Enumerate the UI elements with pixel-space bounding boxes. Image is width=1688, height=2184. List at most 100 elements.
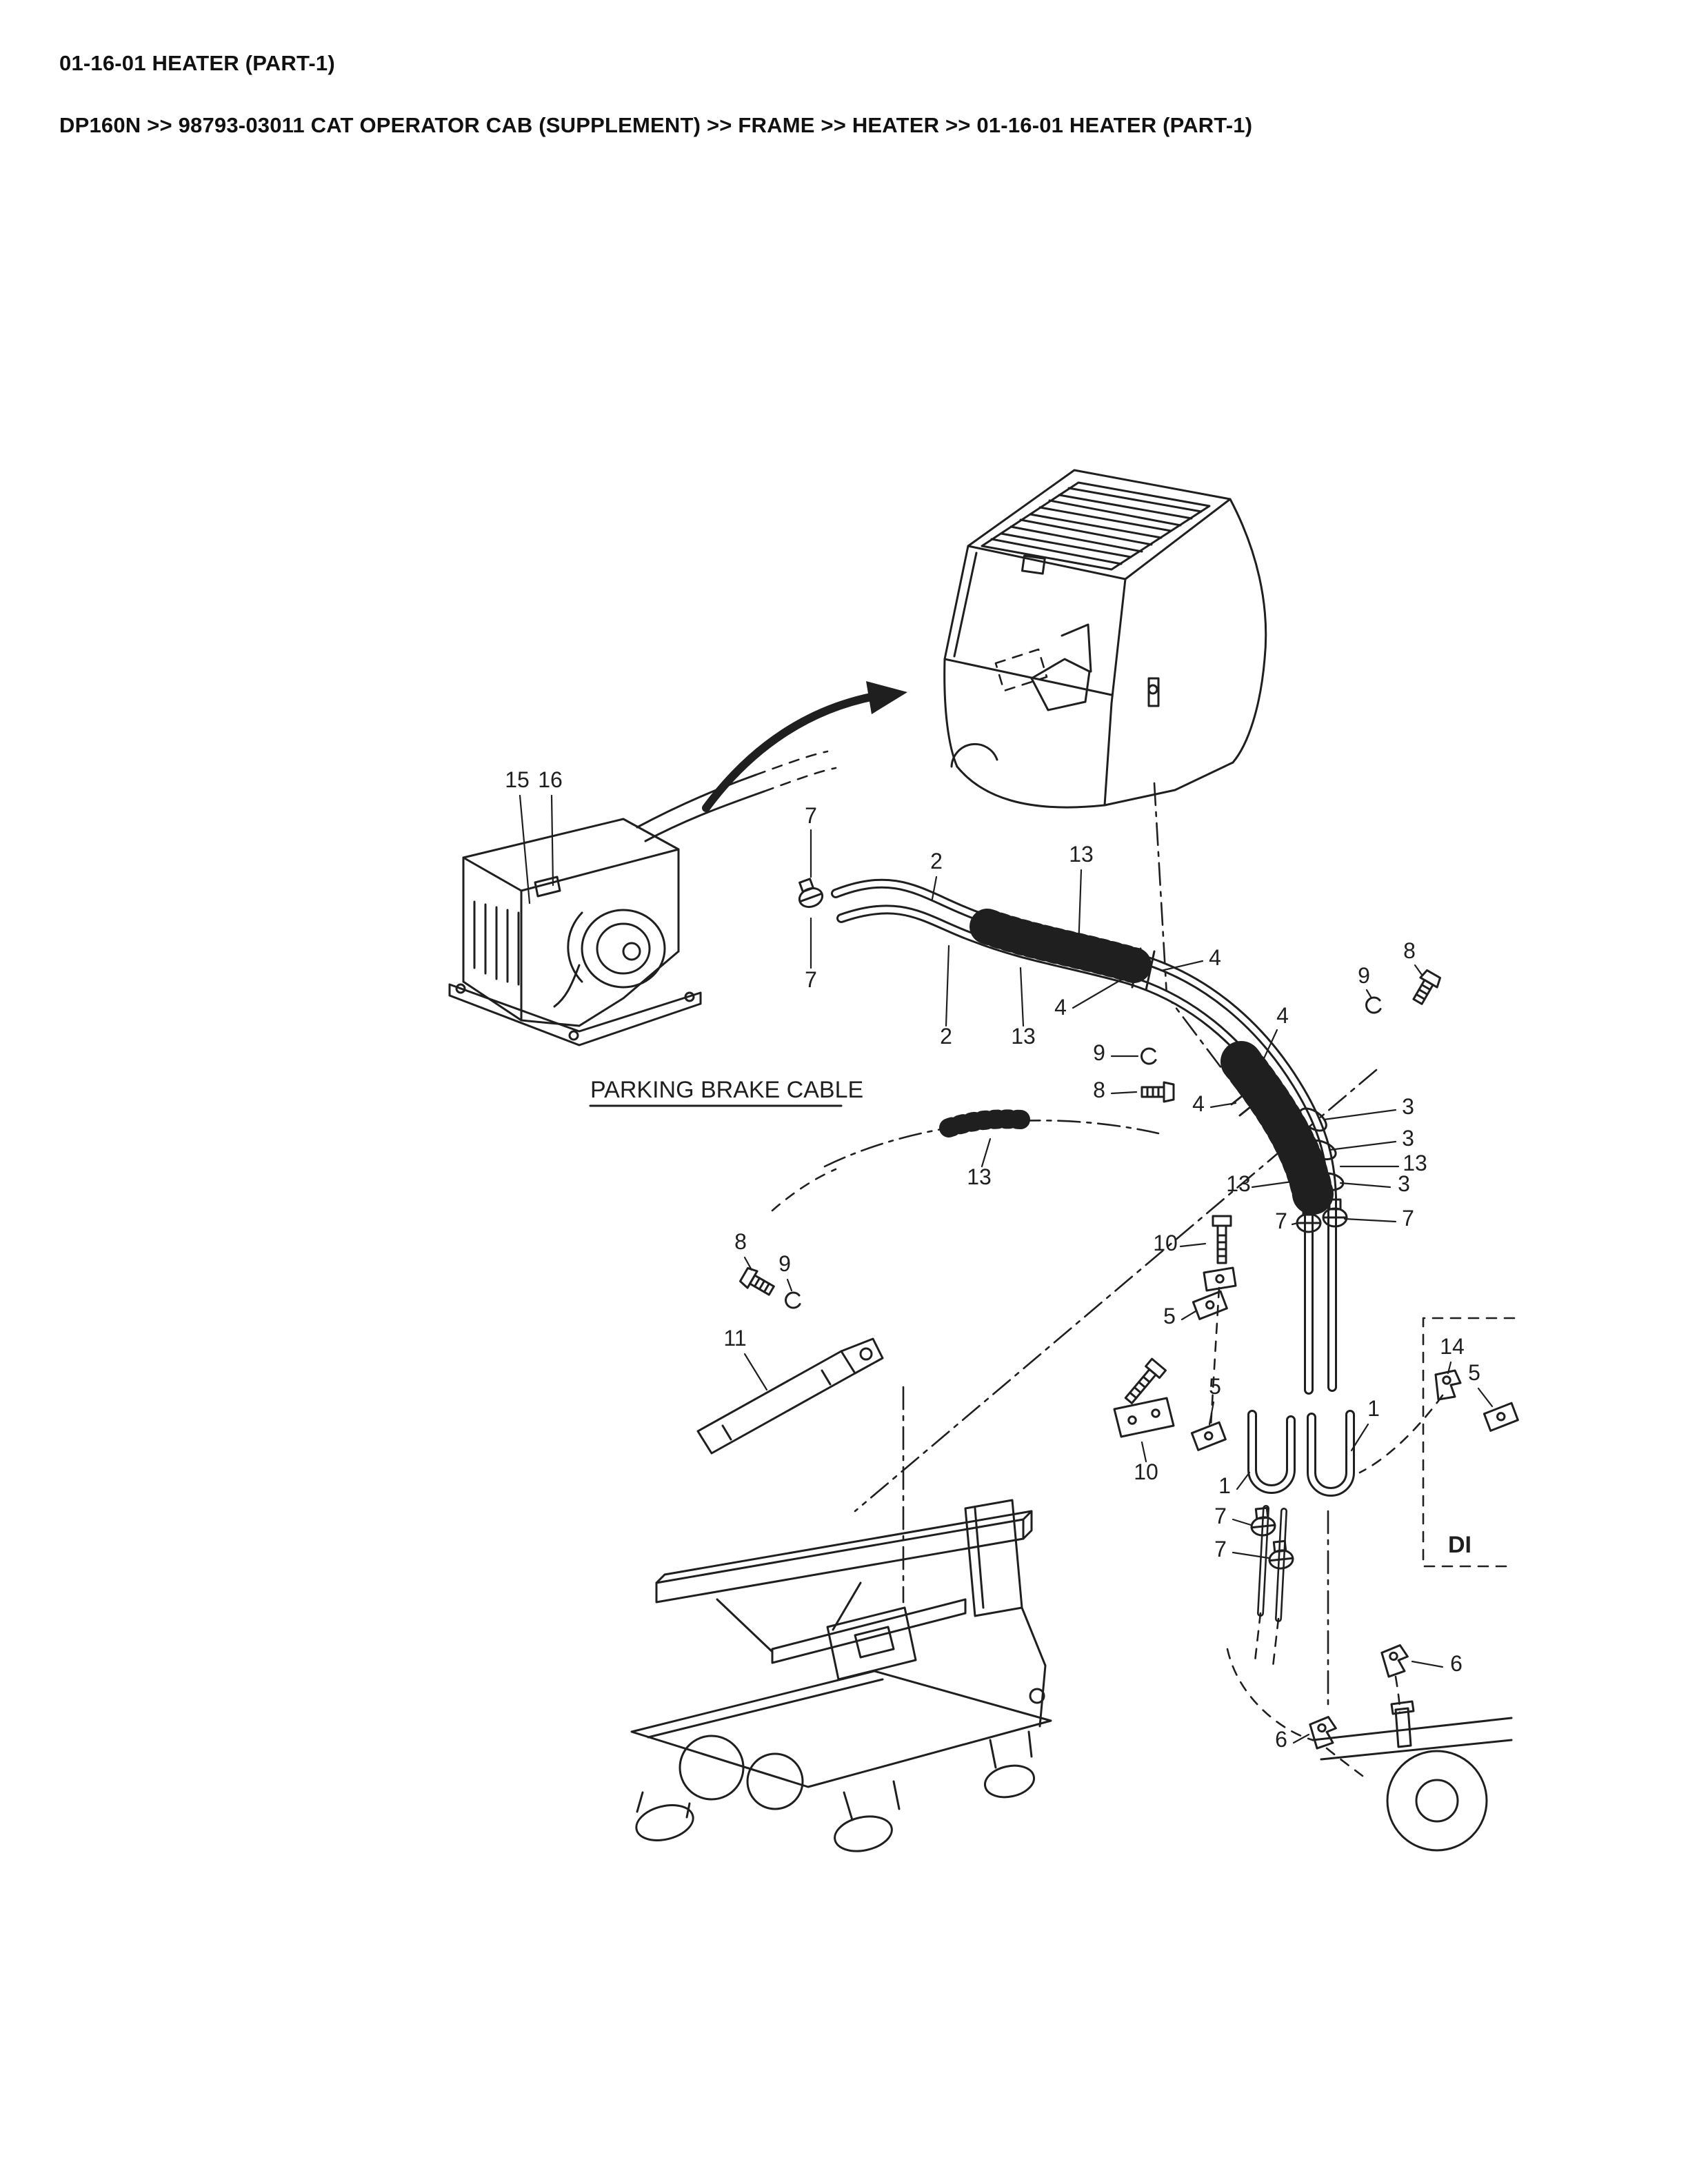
callout-4: 4 bbox=[1209, 945, 1221, 970]
callout-10: 10 bbox=[1134, 1459, 1158, 1484]
callout-4: 4 bbox=[1192, 1091, 1205, 1116]
callout-leader-7 bbox=[1232, 1518, 1252, 1526]
bracket-icon bbox=[1380, 1643, 1412, 1679]
page-title: 01-16-01 HEATER (PART-1) bbox=[59, 51, 335, 75]
callout-leader-13 bbox=[1077, 869, 1083, 950]
callout-leader-2 bbox=[945, 944, 950, 1027]
callout-7: 7 bbox=[1214, 1504, 1227, 1528]
callout-7: 7 bbox=[1275, 1209, 1287, 1233]
frame-drawing bbox=[630, 1499, 1052, 1852]
callout-leader-8 bbox=[1414, 964, 1423, 976]
callout-leader-4 bbox=[1209, 1102, 1237, 1109]
callout-5: 5 bbox=[1163, 1304, 1176, 1328]
callout-6: 6 bbox=[1450, 1651, 1463, 1676]
callout-9: 9 bbox=[1358, 963, 1370, 988]
detail-box bbox=[1422, 1317, 1516, 1568]
parking-brake-cable-label: PARKING BRAKE CABLE bbox=[590, 1077, 863, 1103]
callout-16: 16 bbox=[538, 767, 563, 792]
callout-15: 15 bbox=[505, 767, 530, 792]
plate-icon bbox=[1113, 1397, 1175, 1438]
washer-icon bbox=[1141, 1047, 1157, 1065]
callout-7: 7 bbox=[805, 967, 817, 992]
clip-icon bbox=[1434, 1369, 1462, 1401]
callout-leader-5 bbox=[1208, 1401, 1215, 1426]
callout-leader-8 bbox=[743, 1256, 753, 1271]
rod-assembly bbox=[696, 1337, 884, 1455]
callout-leader-3 bbox=[1328, 1140, 1397, 1151]
callout-leader-10 bbox=[1141, 1441, 1147, 1463]
callout-leader-1 bbox=[1236, 1471, 1251, 1490]
plate-icon bbox=[1203, 1266, 1237, 1292]
callout-9: 9 bbox=[778, 1251, 791, 1276]
cab-drawing bbox=[943, 469, 1267, 809]
hardware-icons bbox=[738, 876, 1520, 1777]
bolt-icon bbox=[1212, 1215, 1232, 1264]
callout-leader-10 bbox=[1179, 1242, 1207, 1248]
callout-13: 13 bbox=[1226, 1171, 1251, 1196]
bolt-icon bbox=[1408, 968, 1443, 1008]
callout-leader-11 bbox=[743, 1353, 768, 1391]
callout-leader-13 bbox=[981, 1138, 992, 1168]
plate-icon bbox=[1189, 1420, 1228, 1452]
callout-13: 13 bbox=[1011, 1024, 1036, 1049]
callout-8: 8 bbox=[734, 1229, 747, 1254]
callout-3: 3 bbox=[1398, 1171, 1410, 1196]
callout-leader-13 bbox=[1019, 967, 1025, 1027]
washer-icon bbox=[1365, 996, 1382, 1014]
callout-8: 8 bbox=[1403, 938, 1416, 963]
callout-5: 5 bbox=[1209, 1374, 1221, 1399]
callout-leader-14 bbox=[1447, 1361, 1452, 1375]
breadcrumb[interactable]: DP160N >> 98793-03011 CAT OPERATOR CAB (… bbox=[59, 113, 1253, 137]
callout-leader-1 bbox=[1350, 1423, 1369, 1452]
callout-leader-6 bbox=[1411, 1660, 1444, 1668]
callout-leader-7 bbox=[1343, 1217, 1397, 1223]
callout-2: 2 bbox=[930, 849, 943, 873]
callout-leader-9 bbox=[1365, 989, 1372, 998]
hose-clamp-icon bbox=[792, 876, 826, 911]
callout-3: 3 bbox=[1402, 1126, 1414, 1151]
axle-drawing bbox=[1226, 1648, 1513, 1852]
parking-brake-cable bbox=[589, 1104, 1160, 1212]
callout-leader-7 bbox=[1291, 1222, 1299, 1226]
callout-13: 13 bbox=[967, 1164, 992, 1189]
callout-leader-5 bbox=[1180, 1310, 1197, 1321]
callout-13: 13 bbox=[1069, 842, 1094, 867]
callout-11: 11 bbox=[723, 1326, 746, 1351]
washer-icon bbox=[785, 1291, 801, 1309]
callout-2: 2 bbox=[940, 1024, 952, 1049]
callout-7: 7 bbox=[1214, 1537, 1227, 1561]
callout-4: 4 bbox=[1276, 1003, 1289, 1028]
callout-13: 13 bbox=[1403, 1151, 1427, 1175]
plate-icon bbox=[1191, 1289, 1229, 1321]
callout-14: 14 bbox=[1440, 1334, 1465, 1359]
callout-leader-2 bbox=[931, 876, 938, 900]
callout-leader-5 bbox=[1477, 1387, 1494, 1408]
bolt-icon bbox=[738, 1265, 778, 1300]
callout-leader-8 bbox=[1110, 1091, 1138, 1095]
callout-leader-9 bbox=[786, 1278, 793, 1292]
callout-leader-4 bbox=[1160, 960, 1204, 972]
callout-1: 1 bbox=[1218, 1473, 1231, 1498]
detail-label-partial: DI bbox=[1448, 1532, 1471, 1558]
callout-leader-16 bbox=[550, 794, 554, 887]
bolt-icon bbox=[1141, 1081, 1175, 1103]
plate-icon bbox=[1482, 1401, 1520, 1433]
callout-10: 10 bbox=[1153, 1231, 1178, 1255]
callout-1: 1 bbox=[1367, 1396, 1380, 1421]
callout-6: 6 bbox=[1275, 1727, 1287, 1752]
heater-assembly bbox=[448, 750, 837, 1046]
callout-8: 8 bbox=[1093, 1078, 1105, 1102]
bracket-icon bbox=[1308, 1715, 1340, 1750]
heater-hoses bbox=[836, 884, 1345, 1390]
callout-leader-7 bbox=[1232, 1551, 1270, 1559]
callout-leader-4 bbox=[1251, 1029, 1278, 1085]
heater-pipes bbox=[1252, 1415, 1350, 1668]
callout-5: 5 bbox=[1468, 1360, 1480, 1385]
callout-leader-13 bbox=[1251, 1179, 1303, 1189]
callout-7: 7 bbox=[805, 803, 817, 828]
callout-4: 4 bbox=[1054, 995, 1067, 1020]
callout-3: 3 bbox=[1402, 1094, 1414, 1119]
